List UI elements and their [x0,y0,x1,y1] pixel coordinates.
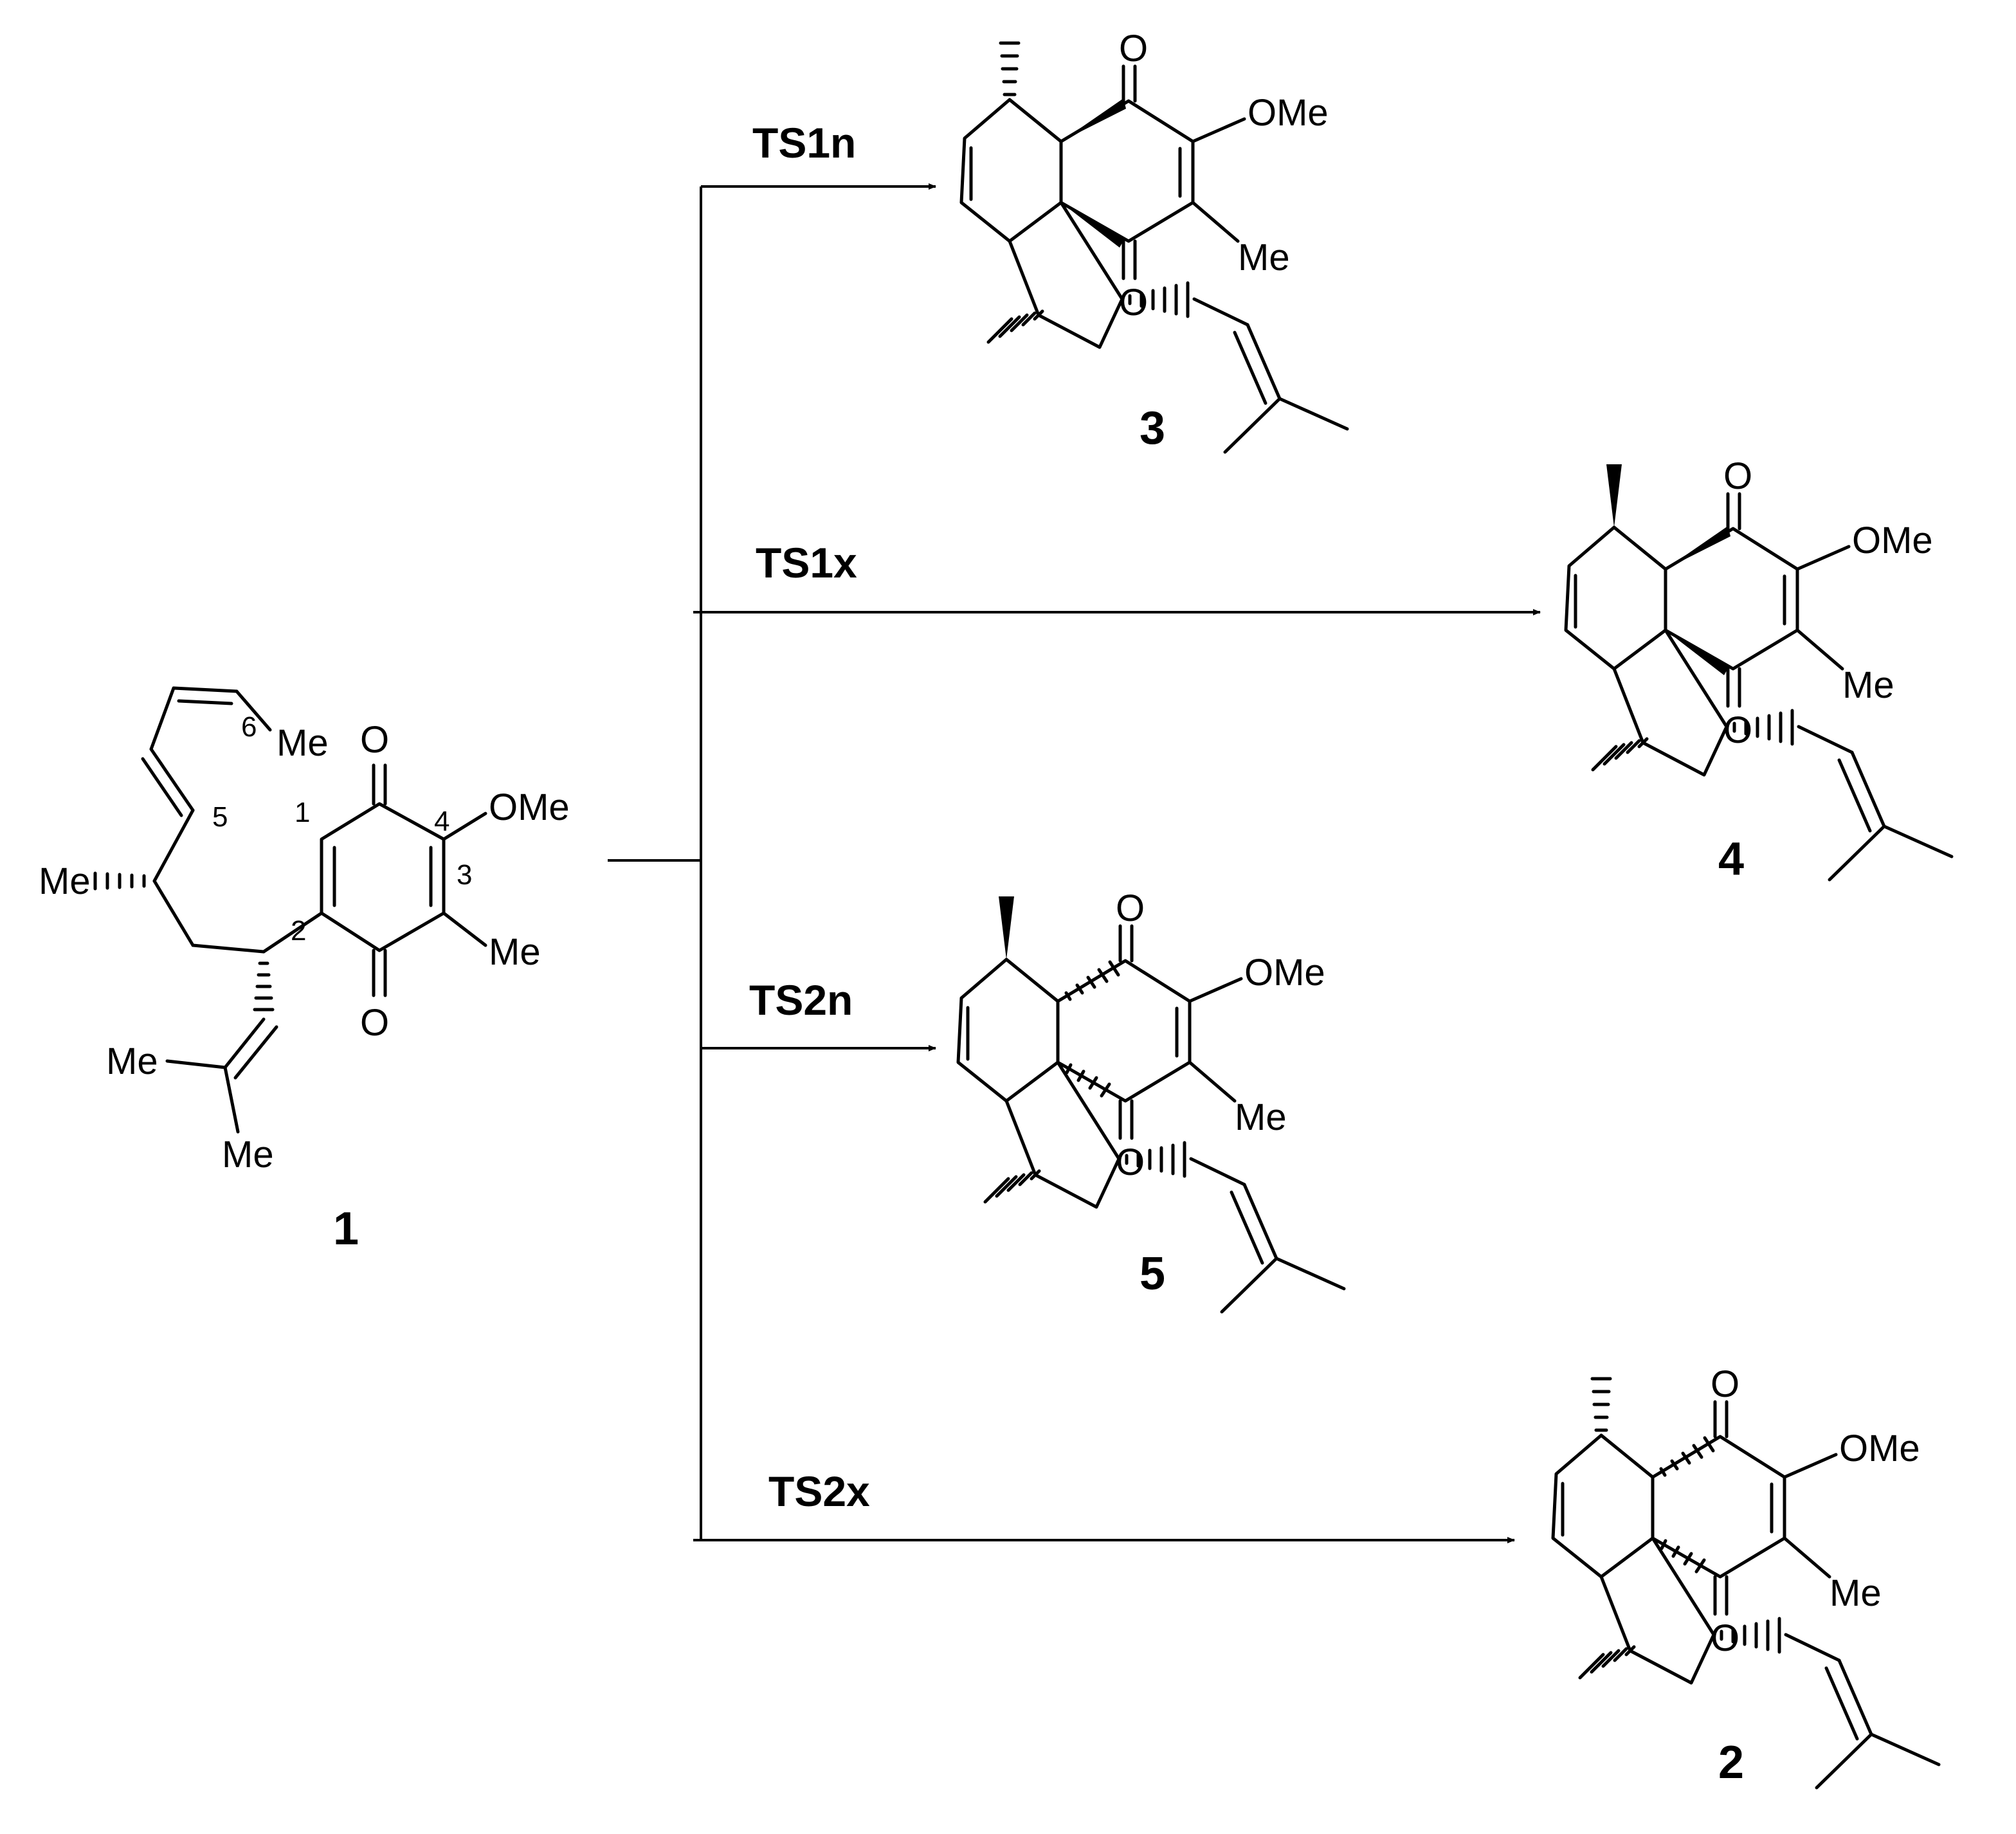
o-top-label: O [1711,1363,1739,1405]
me-label: Me [1842,664,1894,706]
ts2x-label: TS2x [768,1467,870,1515]
me-iso1-label: Me [106,1040,158,1082]
o-top-label: O [1723,455,1752,497]
hash-methyl-chain [93,871,146,891]
compound-1-label: 1 [333,1203,359,1255]
o-bottom-label: O [1711,1617,1739,1659]
me-chain-label: Me [39,860,91,902]
ome-label: OMe [1244,952,1325,994]
o-top-label: O [1119,28,1148,69]
compound-5-label: 5 [1140,1248,1165,1300]
branch-arrows [608,183,1541,1543]
side-chain [93,686,323,1134]
ts1n-label: TS1n [752,119,856,167]
me-iso2-label: Me [222,1134,274,1176]
me-ring-label: Me [489,931,541,973]
compound-4-label: 4 [1718,833,1744,885]
hash-isobutenyl-chain [253,961,275,1012]
o-top-label: O [360,719,389,761]
locant-4: 4 [434,806,450,837]
o-top-label: O [1116,887,1145,929]
locant-1: 1 [295,797,310,828]
reactant-structure: O O OMe Me Me Me Me Me 1 2 3 4 5 6 [39,686,570,1176]
compound-2-label: 2 [1718,1737,1744,1788]
me-label: Me [1238,237,1290,278]
locant-5: 5 [212,801,228,833]
ts2n-label: TS2n [749,976,853,1024]
me-diene-label: Me [277,722,329,764]
product-2-structure: O O OMe Me [1553,1363,1939,1788]
o-bottom-label: O [1116,1141,1145,1183]
ome-label: OMe [1852,520,1933,561]
product-4-structure: O O OMe Me [1566,455,1952,880]
me-label: Me [1235,1096,1287,1138]
o-bottom-label: O [1119,282,1148,323]
locant-6: 6 [241,711,257,743]
product-5-structure: O O OMe Me [958,887,1344,1312]
ome-label: OMe [1248,92,1329,134]
compound-3-label: 3 [1140,403,1165,454]
ome-label: OMe [489,786,570,828]
product-3-structure: O O OMe Me [961,28,1347,452]
ts1x-label: TS1x [756,539,857,586]
me-label: Me [1830,1572,1882,1614]
locant-2: 2 [291,915,306,947]
o-bottom-label: O [1723,709,1752,751]
o-bottom-label: O [360,1002,389,1044]
locant-3: 3 [457,859,472,891]
ome-label: OMe [1839,1428,1920,1469]
